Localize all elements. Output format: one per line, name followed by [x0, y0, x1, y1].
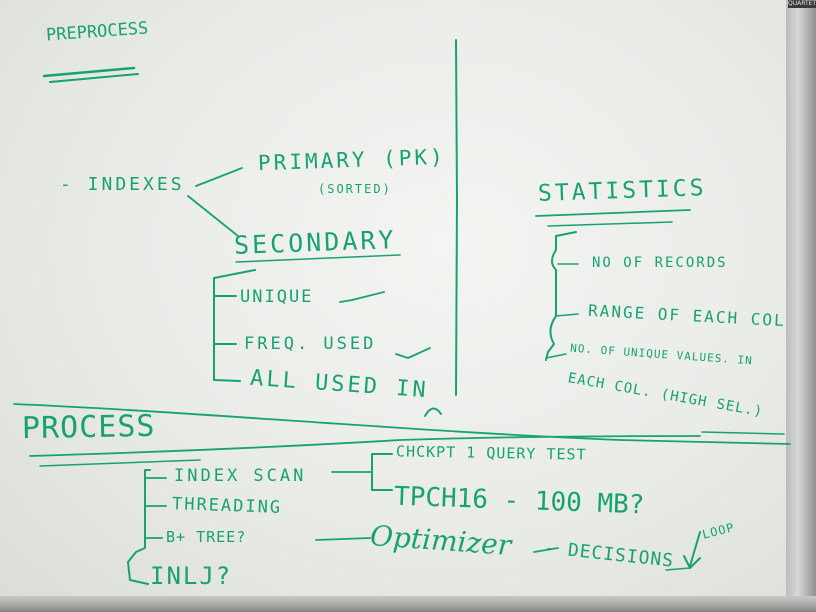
- chckpt-query-test-label: CHCKPT 1 QUERY TEST: [395, 442, 587, 464]
- threading-label: THREADING: [171, 494, 283, 518]
- index-scan-label: INDEX SCAN: [174, 466, 307, 486]
- process-heading: PROCESS: [21, 408, 156, 447]
- loop-tail: [665, 567, 691, 571]
- column-divider: [455, 39, 458, 396]
- stats-branch-unique: [545, 353, 567, 359]
- preprocess-underline-2: [49, 73, 139, 83]
- whiteboard-tray: [0, 596, 816, 612]
- loop-arrow: [689, 531, 701, 567]
- optimizer-dash: [533, 547, 559, 553]
- freq-check: [395, 347, 431, 359]
- no-of-records-label: NO OF RECORDS: [592, 255, 728, 271]
- secondary-bracket: [213, 269, 256, 382]
- indexes-label: - INDEXES: [60, 174, 185, 195]
- freq-used-label: FREQ. USED: [244, 334, 377, 354]
- unique-check: [339, 291, 385, 303]
- statistics-underline-2: [547, 221, 673, 227]
- secondary-label: SECONDARY: [233, 225, 397, 260]
- test-bracket: [371, 453, 393, 491]
- process-bracket: [127, 469, 151, 585]
- statistics-underline: [535, 209, 691, 217]
- process-underline-2: [39, 459, 201, 467]
- secondary-underline: [235, 254, 401, 263]
- indexes-to-secondary: [187, 195, 239, 237]
- high-sel-underline: [701, 431, 785, 435]
- stats-branch-range: [555, 313, 579, 317]
- btree-label: B+ TREE?: [166, 528, 247, 546]
- brand-label: QUARTET: [788, 0, 816, 8]
- indexes-to-primary: [195, 167, 243, 187]
- sorted-label: (SORTED): [318, 182, 392, 196]
- statistics-bracket: [545, 231, 577, 361]
- whiteboard-frame-right: [786, 0, 816, 612]
- optimizer-connector: [315, 537, 371, 541]
- process-underline: [29, 435, 701, 457]
- preprocess-underline: [42, 66, 136, 78]
- all-used-mark: [424, 407, 442, 417]
- unique-label: UNIQUE: [240, 287, 314, 307]
- inlj-label: INLJ?: [150, 562, 233, 590]
